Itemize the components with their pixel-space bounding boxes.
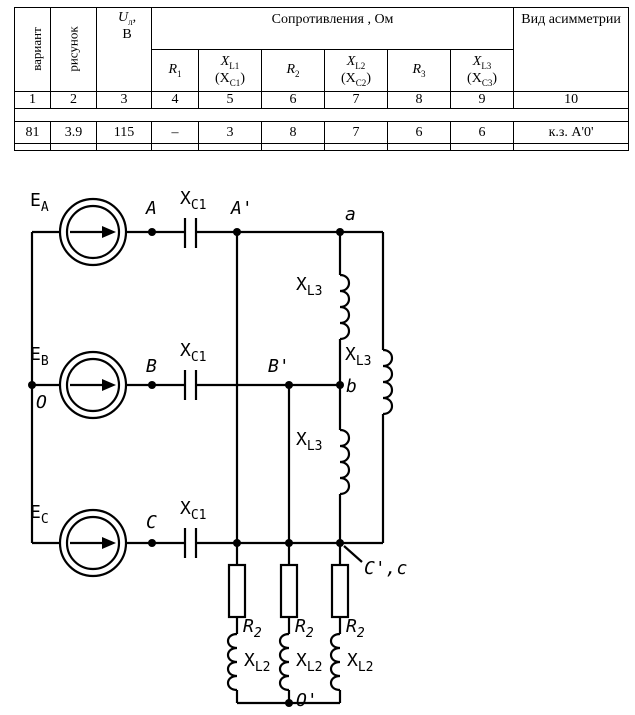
circuit-diagram: EA EB EC O A B C XC1 XC1 XC1 A' a B' b C… [28, 188, 407, 711]
inductor-xl3-ab [339, 273, 351, 341]
variant-header-cell: вариант [14, 7, 51, 92]
inductor-xl3-ca [382, 348, 394, 416]
voltage-symbol: U [117, 10, 129, 25]
label-xc1-b: XC1 [180, 340, 207, 365]
label-eb: EB [30, 344, 49, 369]
inductor-xl2-c [329, 632, 341, 692]
resistor-r2-b [279, 563, 299, 619]
label-node-c: C [146, 512, 157, 533]
label-xc1-a: XC1 [180, 188, 207, 213]
column-number-2: 2 [50, 91, 97, 109]
column-number-6: 6 [261, 91, 325, 109]
data-cell-3: 115 [96, 121, 152, 144]
column-number-9: 9 [449, 91, 515, 109]
capacitor-b [183, 370, 198, 400]
figure-header-cell: рисунок [50, 7, 97, 92]
label-node-load-b: b [346, 376, 357, 397]
c-prime-pointer [343, 545, 363, 563]
label-node-c-prime: C',c [364, 558, 407, 579]
data-cell-6: 8 [261, 121, 325, 144]
label-node-load-a: a [345, 204, 356, 225]
data-cell-10: к.з. A'0' [513, 121, 630, 144]
parameters-table-wrap: вариант рисунок Uл, В Сопротивления , Ом… [13, 7, 630, 167]
resistance-group-header: Сопротивления , Ом [150, 7, 515, 50]
voltage-subscript: л [128, 16, 133, 27]
node-b-dot [148, 381, 156, 389]
label-xl2-b: XL2 [296, 650, 323, 675]
inductor-xl3-bc [339, 428, 351, 496]
data-cell-1: 81 [14, 121, 51, 144]
label-xl2-c: XL2 [347, 650, 374, 675]
label-ec: EC [30, 502, 49, 527]
resistance-subheader-4: XL2(XC2) [324, 49, 388, 92]
label-node-b: B [146, 356, 157, 377]
column-number-7: 7 [324, 91, 388, 109]
column-number-5: 5 [198, 91, 262, 109]
node-c-dot [148, 539, 156, 547]
inductor-xl2-a [226, 632, 238, 692]
capacitor-c [183, 528, 198, 558]
label-node-o: O [36, 392, 47, 413]
source-ea [58, 197, 128, 267]
label-xl3-bc: XL3 [296, 429, 323, 454]
data-cell-2: 3.9 [50, 121, 97, 144]
node-o-dot [28, 381, 36, 389]
label-node-a-prime: A' [230, 198, 253, 219]
inductor-xl2-b [278, 632, 290, 692]
capacitor-a [183, 218, 198, 248]
data-cell-5: 3 [198, 121, 262, 144]
label-r2-a: R2 [243, 616, 262, 641]
resistance-subheader-2: XL1(XC1) [198, 49, 262, 92]
column-number-10: 10 [513, 91, 630, 109]
label-xl3-ab: XL3 [296, 274, 323, 299]
data-cell-4: – [151, 121, 199, 144]
label-xc1-c: XC1 [180, 498, 207, 523]
label-node-o-prime: O' [296, 690, 318, 711]
column-number-1: 1 [14, 91, 51, 109]
source-ec [58, 508, 128, 578]
label-ea: EA [30, 190, 49, 215]
resistance-subheader-1: R1 [151, 49, 199, 92]
data-cell-8: 6 [387, 121, 451, 144]
data-cell-9: 6 [449, 121, 515, 144]
label-node-a: A [145, 198, 157, 219]
node-a-dot [148, 228, 156, 236]
column-number-4: 4 [151, 91, 199, 109]
variant-header: вариант [28, 27, 44, 71]
column-number-8: 8 [387, 91, 451, 109]
label-xl2-a: XL2 [244, 650, 271, 675]
resistor-r2-a [227, 563, 247, 619]
voltage-header-cell: Uл, В [96, 7, 152, 92]
voltage-unit: В [122, 26, 132, 42]
asymmetry-header: Вид асимметрии [513, 7, 630, 92]
data-cell-7: 7 [324, 121, 388, 144]
resistance-subheader-5: R3 [387, 49, 451, 92]
column-number-3: 3 [96, 91, 152, 109]
resistance-subheader-6: XL3(XC3) [449, 49, 515, 92]
resistance-subheader-3: R2 [261, 49, 325, 92]
label-xl3-ca: XL3 [345, 344, 372, 369]
label-r2-c: R2 [346, 616, 365, 641]
resistor-r2-c [330, 563, 350, 619]
figure-header: рисунок [65, 26, 81, 72]
label-node-b-prime: B' [268, 356, 290, 377]
source-eb [58, 350, 128, 420]
label-r2-b: R2 [295, 616, 314, 641]
parameters-table: вариант рисунок Uл, В Сопротивления , Ом… [13, 7, 630, 151]
